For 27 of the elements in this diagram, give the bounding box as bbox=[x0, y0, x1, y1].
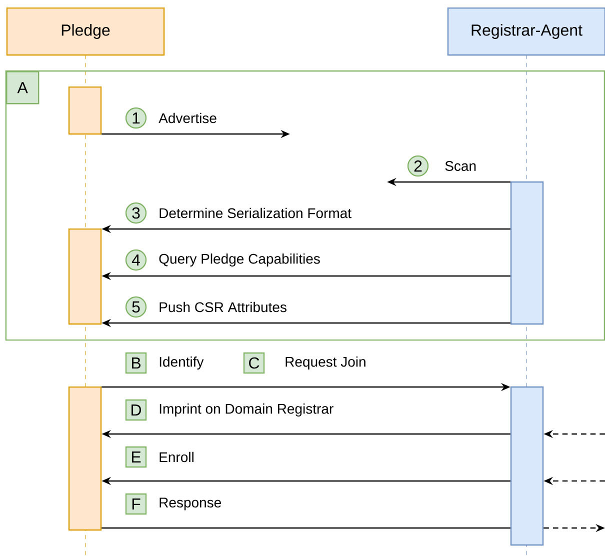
edge-label: Imprint on Domain Registrar bbox=[160, 403, 334, 417]
activation-bar bbox=[510, 181, 544, 325]
edge-label: Enroll bbox=[160, 452, 194, 462]
edge-label: Response bbox=[160, 498, 221, 510]
activation-bar bbox=[68, 386, 102, 531]
activation-bar bbox=[510, 386, 544, 546]
step-letter: C bbox=[243, 352, 265, 374]
message-label: Request Join bbox=[286, 356, 366, 370]
step-number: 4 bbox=[125, 249, 147, 271]
edge-label: Advertise bbox=[158, 112, 216, 124]
step-letter: D bbox=[125, 399, 147, 421]
activation-bar bbox=[68, 228, 102, 325]
step-letter: F bbox=[125, 493, 147, 515]
edge-label: Query Pledge Capabilities bbox=[159, 253, 320, 267]
activation-bar bbox=[68, 86, 102, 135]
step-number: 1 bbox=[125, 107, 147, 129]
step-letter: B bbox=[125, 352, 147, 374]
edge-label: Determine Serialization Format bbox=[160, 208, 352, 218]
step-number: 3 bbox=[125, 202, 147, 224]
participant-box: Pledge bbox=[6, 7, 165, 56]
step-number: 2 bbox=[407, 155, 429, 177]
edge-label: Identify bbox=[160, 356, 204, 370]
edge-label: Push CSR Attributes bbox=[160, 302, 286, 312]
edge-label: Scan bbox=[445, 161, 476, 171]
participant-box: Registrar-Agent bbox=[447, 7, 605, 56]
step-number: 5 bbox=[125, 296, 147, 318]
step-letter: E bbox=[125, 446, 147, 468]
